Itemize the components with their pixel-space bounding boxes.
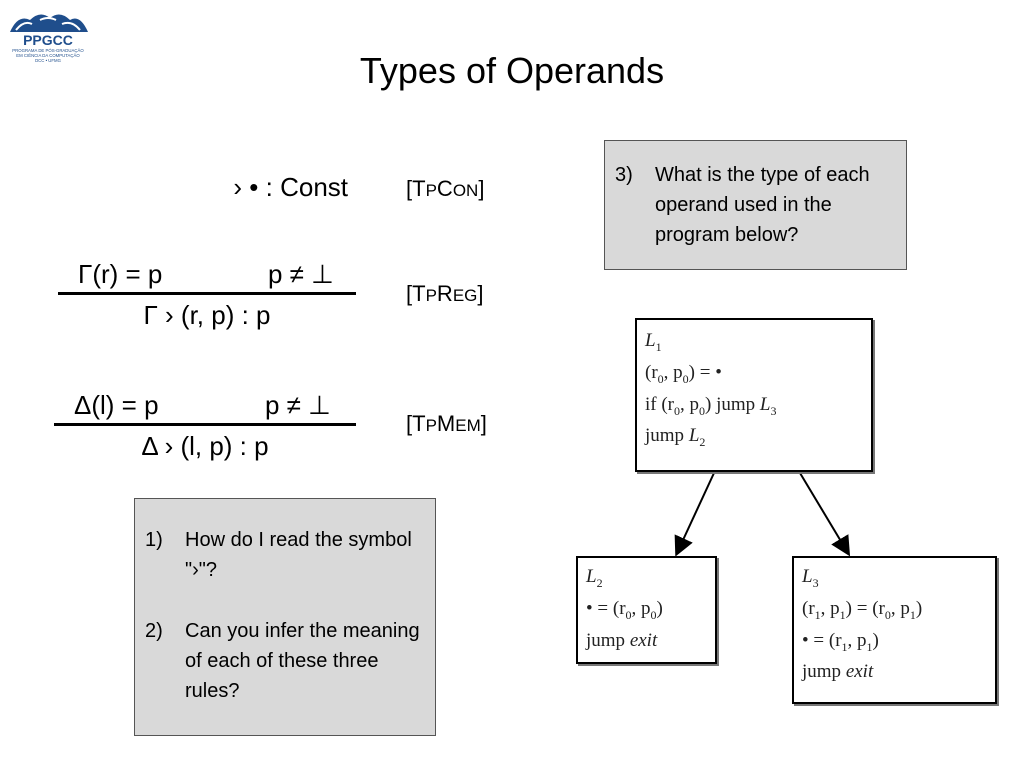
- cfg-block-label: L1: [645, 330, 662, 354]
- questions-box-left: 1) How do I read the symbol "›"? 2) Can …: [134, 498, 436, 736]
- rule-const-name-open: [: [406, 176, 413, 201]
- rule-reg-conclusion: Γ › (r, p) : p: [143, 300, 271, 330]
- logo-acronym: PPGCC: [23, 32, 73, 48]
- rule-const-conclusion: › • : Const: [233, 172, 348, 202]
- question-text: Can you infer the meaning of each of the…: [185, 620, 420, 702]
- question-text: How do I read the symbol "›"?: [185, 529, 412, 581]
- rule-reg-name-t: T: [412, 281, 426, 306]
- question-item: 2) Can you infer the meaning of each of …: [145, 616, 425, 706]
- cfg-edge-l1-l2: [674, 472, 715, 557]
- question-item: 3) What is the type of each operand used…: [615, 160, 896, 250]
- rule-const-name-rest: ON: [452, 181, 479, 200]
- cfg-line: (r0, p0) = •: [645, 361, 722, 386]
- rule-reg-name-close: ]: [477, 281, 484, 306]
- rule-mem-name-t: T: [412, 411, 426, 436]
- rule-mem-name-rest: EM: [455, 416, 481, 435]
- question-text: What is the type of each operand used in…: [655, 164, 870, 246]
- logo-line2: EM CIÊNCIA DA COMPUTAÇÃO: [16, 53, 80, 58]
- cfg-line: jump exit: [586, 629, 658, 651]
- rule-mem-name-close: ]: [480, 411, 487, 436]
- rule-reg-name-open: [: [406, 281, 413, 306]
- rule-mem-name-p: P: [425, 416, 437, 435]
- rule-reg-premise-right: p ≠ ⊥: [268, 259, 334, 289]
- cfg-block-label: L2: [586, 566, 603, 590]
- rule-mem-name: [TPMEM]: [406, 411, 487, 437]
- cfg-edge-l1-l3: [799, 472, 851, 557]
- rule-reg-name-rest: EG: [452, 286, 478, 305]
- cfg-line: (r1, p1) = (r0, p1): [802, 597, 923, 622]
- question-number: 2): [145, 620, 163, 642]
- cfg-block-label: L3: [802, 566, 819, 590]
- question-item: 1) How do I read the symbol "›"?: [145, 525, 425, 585]
- rule-const-name-c: C: [436, 176, 453, 201]
- cfg-block-l3: L3 (r1, p1) = (r0, p1) • = (r1, p1) jump…: [792, 556, 997, 704]
- cfg-line: • = (r1, p1): [802, 629, 879, 654]
- rule-mem-premise-right: p ≠ ⊥: [265, 390, 331, 420]
- rule-reg-bar: [58, 292, 356, 295]
- cfg-block-l2: L2 • = (r0, p0) jump exit: [576, 556, 717, 664]
- logo-line1: PROGRAMA DE PÓS-GRADUAÇÃO: [12, 48, 84, 53]
- rule-mem-conclusion: Δ › (l, p) : p: [141, 431, 269, 461]
- rule-const-name-t: T: [412, 176, 426, 201]
- rule-mem-premise-left: Δ(l) = p: [74, 390, 159, 420]
- rule-reg-name: [TPREG]: [406, 281, 484, 307]
- logo-line3: DCC • UFMG: [35, 58, 62, 63]
- rule-reg-premise-left: Γ(r) = p: [78, 259, 163, 289]
- cfg-line: if (r0, p0) jump L3: [645, 393, 777, 418]
- cfg-line: jump L2: [645, 425, 706, 450]
- rule-const-name-p: P: [425, 181, 437, 200]
- question-number: 3): [615, 164, 633, 186]
- rule-reg-name-c: R: [436, 281, 453, 306]
- ppgcc-logo-graphic: PPGCC PROGRAMA DE PÓS-GRADUAÇÃO EM CIÊNC…: [10, 14, 88, 63]
- question-number: 1): [145, 529, 163, 551]
- rule-mem-name-open: [: [406, 411, 413, 436]
- rule-mem-name-c: M: [436, 411, 456, 436]
- rule-const-name: [TPCON]: [406, 176, 484, 202]
- rule-const-name-close: ]: [478, 176, 485, 201]
- ppgcc-logo: PPGCC PROGRAMA DE PÓS-GRADUAÇÃO EM CIÊNC…: [4, 6, 92, 64]
- slide-title: Types of Operands: [359, 50, 665, 91]
- question-box-right: 3) What is the type of each operand used…: [604, 140, 907, 270]
- rule-reg-name-p: P: [425, 286, 437, 305]
- cfg-line: jump exit: [802, 661, 874, 683]
- rule-mem-bar: [54, 423, 356, 426]
- cfg-line: • = (r0, p0): [586, 597, 663, 622]
- cfg-block-l1: L1 (r0, p0) = • if (r0, p0) jump L3 jump…: [635, 318, 873, 472]
